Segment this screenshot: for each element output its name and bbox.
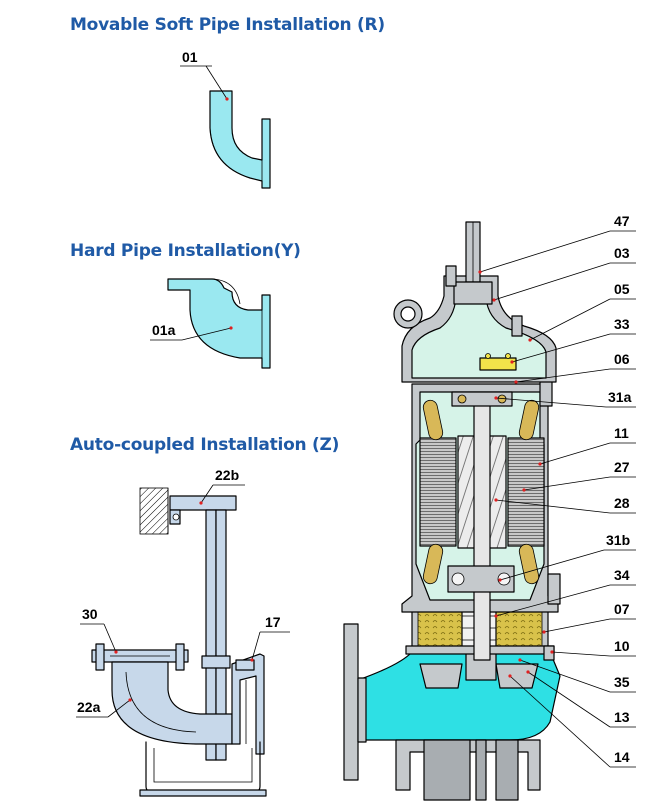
- discharge-elbow-22a: [111, 661, 233, 745]
- winding-top-right: [518, 399, 540, 441]
- label-31a: 31a: [608, 389, 632, 405]
- leader-30: [103, 623, 117, 653]
- stator-right: [507, 437, 545, 547]
- label-06: 06: [614, 351, 630, 367]
- label-47: 47: [614, 213, 630, 229]
- leader-22b: [200, 484, 214, 504]
- guide-rail-right: [215, 509, 227, 761]
- bolt-10: [543, 645, 555, 661]
- label-14: 14: [614, 749, 630, 765]
- impeller-vane-right: [495, 663, 539, 689]
- label-11: 11: [614, 425, 629, 441]
- oil-left: [417, 611, 465, 649]
- hard-pipe-elbow: [167, 278, 271, 369]
- base-frame: [145, 741, 261, 793]
- impeller-vane-left: [419, 663, 463, 689]
- marker-17: [250, 658, 254, 662]
- label-35: 35: [614, 674, 630, 690]
- label-22a: 22a: [77, 699, 101, 715]
- marker-30: [114, 650, 118, 654]
- marker-01: [225, 97, 229, 101]
- label-17: 17: [265, 614, 281, 630]
- leader-01a: [181, 327, 232, 341]
- label-01a: 01a: [152, 322, 176, 338]
- title-soft-pipe: Movable Soft Pipe Installation (R): [70, 15, 385, 35]
- discharge-flange: [343, 623, 359, 781]
- label-27: 27: [614, 459, 630, 475]
- label-33: 33: [614, 316, 630, 332]
- terminal-33: [479, 357, 517, 371]
- coupling-17: [231, 653, 265, 755]
- label-31b: 31b: [606, 532, 630, 548]
- cable-chamber: [411, 297, 547, 379]
- leader-01: [205, 65, 228, 100]
- pump-labels: 47 03 05 33 06 31a 11 27: [478, 213, 636, 768]
- label-07: 07: [614, 601, 630, 617]
- upper-bracket: [169, 495, 237, 511]
- base-plate: [139, 789, 267, 797]
- shaft: [473, 395, 491, 661]
- label-10: 10: [614, 638, 630, 654]
- winding-bottom-right: [518, 543, 540, 585]
- title-hard-pipe: Hard Pipe Installation(Y): [70, 241, 301, 261]
- pump-cross-section: [343, 221, 561, 801]
- soft-pipe-elbow: [209, 90, 271, 189]
- label-13: 13: [614, 709, 630, 725]
- oil-right: [495, 611, 543, 649]
- wall-hatch: [139, 487, 169, 535]
- winding-bottom-left: [422, 543, 444, 585]
- label-01: 01: [182, 49, 198, 65]
- label-22b: 22b: [215, 467, 239, 483]
- auto-coupled-assembly: [91, 487, 267, 797]
- leader-17: [251, 631, 261, 661]
- label-30: 30: [82, 606, 98, 622]
- bolt-lower: [547, 573, 561, 605]
- label-05: 05: [614, 281, 630, 297]
- label-03: 03: [614, 245, 630, 261]
- winding-top-left: [422, 399, 444, 441]
- marker-22b: [199, 501, 203, 505]
- marker-22a: [128, 698, 132, 702]
- stator-left: [419, 437, 457, 547]
- label-34: 34: [614, 567, 630, 583]
- leader-22a: [107, 699, 131, 718]
- label-28: 28: [614, 495, 630, 511]
- title-auto-coupled: Auto-coupled Installation (Z): [70, 435, 339, 455]
- marker-01a: [229, 326, 233, 330]
